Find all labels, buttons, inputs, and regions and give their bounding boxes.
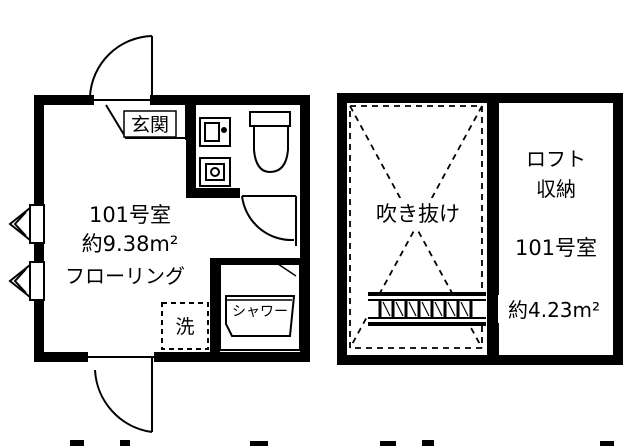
toilet-icon xyxy=(249,111,291,174)
entrance-label: 玄関 xyxy=(131,114,169,136)
ground-floor-plan: 玄関 101号室 約9.38m² フローリング 洗 シャワー xyxy=(8,35,310,433)
cooktop-icon xyxy=(199,157,231,187)
room-name-loft: 101号室 xyxy=(515,236,597,260)
bathroom-door-swing xyxy=(241,195,297,246)
shower-label: シャワー xyxy=(232,304,288,320)
loft-partition xyxy=(487,100,499,360)
floor-type-label: フローリング xyxy=(65,264,185,288)
ladder-icon xyxy=(368,292,486,326)
room-area-ground: 約9.38m² xyxy=(82,232,179,256)
room-area-loft: 約4.23m² xyxy=(508,298,600,322)
left-windows xyxy=(8,204,45,301)
washer-space xyxy=(161,302,209,350)
room-name-ground: 101号室 xyxy=(89,203,171,227)
loft-storage-label-2: 収納 xyxy=(536,177,576,201)
void-label: 吹き抜け xyxy=(376,202,460,226)
shower-unit xyxy=(210,258,304,358)
loft-floor-plan: 吹き抜け ロフト 収納 101号室 約4.23m² xyxy=(337,93,623,365)
balcony-door-swing xyxy=(94,358,153,433)
loft-outer-walls xyxy=(337,93,623,365)
entrance-door-swing xyxy=(89,35,153,100)
bottom-cut-marks xyxy=(70,440,614,446)
entrance-label-box: 玄関 xyxy=(123,110,177,138)
washer-label: 洗 xyxy=(175,316,194,338)
loft-storage-label-1: ロフト xyxy=(526,147,586,171)
kitchen-sink-icon xyxy=(199,117,231,147)
